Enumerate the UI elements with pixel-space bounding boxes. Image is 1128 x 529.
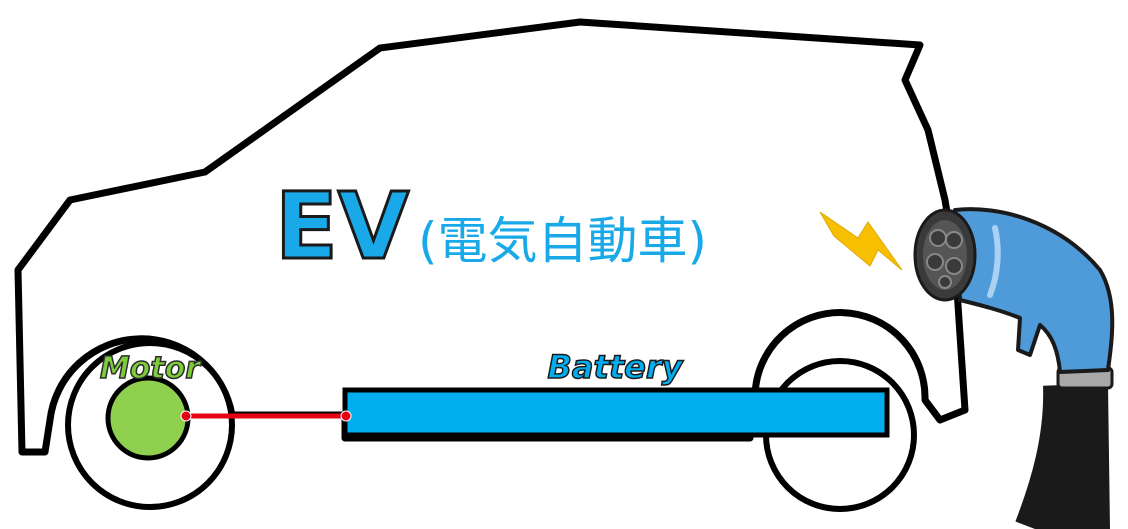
motor-label: Motor [100, 351, 202, 386]
battery-label: Battery [548, 348, 684, 386]
lightning-bolt-icon [819, 211, 903, 271]
wire-end-motor [180, 410, 192, 422]
ev-title: EV [275, 173, 409, 280]
wire-end-battery [340, 410, 352, 422]
ev-subtitle: (電気自動車) [418, 212, 707, 270]
battery-pack [342, 387, 890, 438]
charging-plug-icon [913, 207, 1115, 529]
car-body-outline [14, 18, 969, 456]
motor-circle [105, 375, 191, 461]
